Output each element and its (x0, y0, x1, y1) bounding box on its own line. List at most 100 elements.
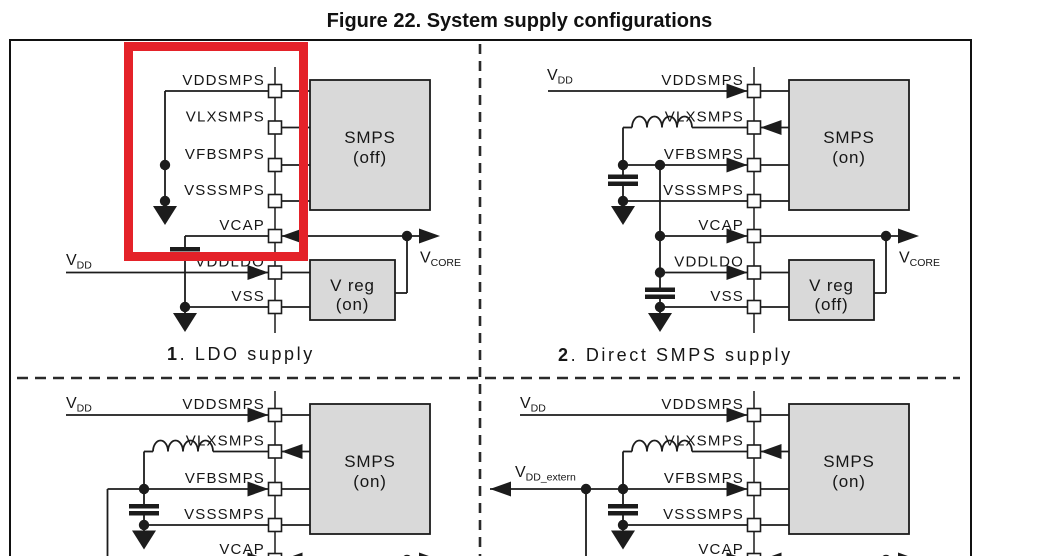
pin-square (746, 481, 762, 497)
vcore-label: VCORE (420, 250, 461, 270)
caption-text: . LDO supply (179, 344, 315, 364)
pin-square (267, 299, 283, 315)
arrowhead-left-icon (771, 552, 782, 556)
voltage-label-subscript: DD (531, 403, 547, 415)
vdd-label: VDD (66, 395, 92, 415)
voltage-label-subscript: DD (77, 260, 93, 272)
pin-label: VLXSMPS (665, 433, 744, 450)
pin-square (746, 120, 762, 135)
arrowhead-left-icon (281, 444, 303, 459)
arrowhead-right-icon (726, 552, 737, 556)
arrowhead-right-icon (726, 83, 748, 99)
pin-square (267, 265, 283, 280)
pin-label: VDDSMPS (661, 72, 744, 89)
pin-square (746, 552, 762, 556)
vdd-label: VDD (66, 252, 92, 272)
smps-block-label: SMPS (344, 128, 395, 147)
arrowhead-left-icon (281, 228, 303, 244)
pin-square (746, 193, 762, 209)
pin-label: VFBSMPS (664, 146, 744, 163)
vreg-state-label: (on) (336, 295, 369, 314)
vreg-block-label: V reg (809, 276, 854, 295)
pin-label: VFBSMPS (664, 470, 744, 487)
vcore-label: VCORE (899, 250, 940, 270)
pin-label: VLXSMPS (186, 109, 265, 126)
arrowhead-right-icon (247, 265, 269, 280)
pin-square (267, 407, 283, 423)
pin-square (267, 120, 283, 135)
pin-label: VDDSMPS (661, 396, 744, 413)
smps-block-label: SMPS (823, 452, 874, 471)
pin-label: VCAP (219, 217, 265, 234)
capacitor-icon (608, 181, 638, 186)
smps-block (788, 403, 910, 535)
voltage-label-main: V (66, 395, 77, 412)
arrowhead-right-icon (419, 228, 440, 244)
capacitor-icon (608, 511, 638, 516)
vreg-state-label: (off) (815, 295, 849, 314)
pin-label: VDDLDO (674, 254, 744, 271)
voltage-label-main: V (420, 250, 431, 267)
voltage-label-main: V (899, 250, 910, 267)
pin-square (267, 517, 283, 533)
voltage-label-subscript: CORE (910, 257, 940, 269)
smps-block (788, 79, 910, 211)
inductor-icon (631, 115, 693, 128)
pin-square (267, 157, 283, 173)
pin-label: VSS (710, 288, 744, 305)
vdd-extern-label: VDD_extern (515, 464, 576, 484)
arrowhead-left-icon (760, 120, 782, 135)
voltage-label-subscript: DD (77, 403, 93, 415)
pin-square (746, 228, 762, 244)
vdd-label: VDD (547, 67, 573, 87)
pin-label: VDDSMPS (182, 396, 265, 413)
pin-square (267, 83, 283, 99)
pin-square (267, 228, 283, 244)
capacitor-icon (170, 247, 200, 252)
smps-state-label: (on) (832, 472, 865, 491)
smps-block (309, 403, 431, 535)
pin-label: VFBSMPS (185, 146, 265, 163)
caption-number: 1 (167, 344, 180, 364)
capacitor-icon (129, 504, 159, 509)
smps-block-label: SMPS (344, 452, 395, 471)
arrowhead-right-icon (419, 552, 429, 556)
arrowhead-right-icon (247, 552, 258, 556)
arrowhead-right-icon (726, 157, 748, 173)
inductor-icon (631, 439, 693, 452)
arrowhead-right-icon (726, 265, 748, 280)
smps-state-label: (on) (353, 472, 386, 491)
junction-dot (159, 195, 171, 207)
pin-square (267, 481, 283, 497)
caption-text: . Direct SMPS supply (570, 345, 793, 365)
pin-square (267, 444, 283, 459)
pin-square (746, 407, 762, 423)
smps-block-label: SMPS (823, 128, 874, 147)
arrowhead-right-icon (726, 481, 748, 497)
voltage-label-main: V (515, 464, 526, 481)
vdd-label: VDD (520, 395, 546, 415)
voltage-label-subscript: DD_extern (526, 472, 576, 484)
voltage-label-main: V (547, 67, 558, 84)
pin-square (746, 265, 762, 280)
vreg-block-label: V reg (330, 276, 375, 295)
pin-label: VFBSMPS (185, 470, 265, 487)
pin-label: VDDSMPS (182, 72, 265, 89)
pin-square (746, 157, 762, 173)
pin-label: VSSSMPS (184, 506, 265, 523)
arrowhead-right-icon (247, 481, 269, 497)
junction-dot (159, 159, 171, 171)
arrowhead-right-icon (726, 228, 748, 244)
arrowhead-right-icon (898, 552, 908, 556)
arrowhead-left-icon (760, 444, 782, 459)
arrowhead-right-icon (898, 228, 919, 244)
arrowhead-left-icon (292, 552, 303, 556)
vreg-block (788, 259, 875, 321)
highlight-box (124, 42, 308, 261)
smps-block (309, 79, 431, 211)
caption-ldo-supply: 1. LDO supply (167, 344, 315, 365)
pin-label: VLXSMPS (186, 433, 265, 450)
pin-square (267, 193, 283, 209)
pin-label: VCAP (698, 217, 744, 234)
